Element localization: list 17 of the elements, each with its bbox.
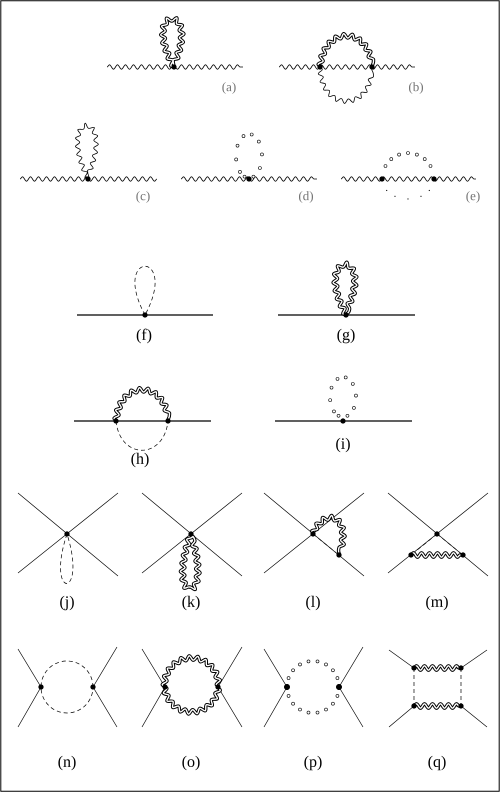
panel-label: (d) — [298, 191, 313, 203]
panel-label: (q) — [428, 756, 446, 770]
panel-label: (n) — [58, 756, 76, 770]
panel-label: (l) — [306, 596, 320, 610]
panel-label: (p) — [304, 756, 322, 770]
panel-label: (f) — [136, 328, 152, 344]
panel-label: (k) — [182, 596, 200, 610]
panel-label: (j) — [60, 596, 74, 610]
panel-label: (m) — [426, 596, 448, 610]
panel-label: (a) — [222, 82, 236, 94]
panel-label: (i) — [336, 438, 350, 452]
panel-label: (g) — [337, 328, 355, 344]
panel-label: (c) — [136, 191, 150, 203]
panel-label: (o) — [182, 756, 200, 770]
panel-label: (h) — [131, 452, 149, 468]
panel-label: (b) — [408, 82, 423, 94]
panel-label: (e) — [466, 191, 480, 203]
